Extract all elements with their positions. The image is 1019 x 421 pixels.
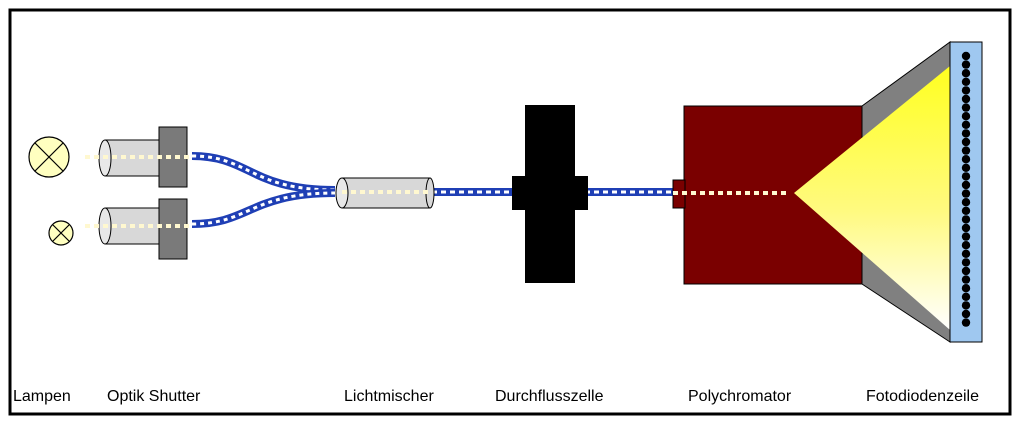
label-lichtmischer: Lichtmischer <box>344 388 434 405</box>
diode-element <box>961 112 971 121</box>
diode-element <box>961 86 971 95</box>
diode-element <box>961 51 971 61</box>
diode-element <box>961 137 971 147</box>
diode-element <box>961 180 971 190</box>
optical-lens-icon <box>85 126 192 188</box>
label-optik-shutter: Optik Shutter <box>107 388 201 405</box>
diode-element <box>961 301 971 310</box>
label-durchflusszelle: Durchflusszelle <box>495 388 604 405</box>
diode-element <box>961 241 971 250</box>
diode-element <box>961 172 971 181</box>
diode-element <box>961 206 971 215</box>
light-mixer-tube-icon <box>335 177 435 209</box>
diode-element <box>961 60 971 69</box>
diode-array-icon <box>949 41 983 343</box>
lamp-icon <box>28 136 70 178</box>
diode-element <box>961 292 971 301</box>
optical-lens-lower-icon <box>85 198 192 260</box>
diode-element <box>961 318 971 327</box>
diode-element <box>961 275 971 284</box>
diode-element <box>961 284 971 293</box>
diode-element <box>961 120 971 129</box>
shutter-block-lower-icon <box>158 198 188 260</box>
diode-element <box>961 215 971 224</box>
diode-element <box>961 69 971 78</box>
label-polychromator: Polychromator <box>688 388 792 405</box>
lamp-small-icon <box>48 220 74 246</box>
diode-element <box>961 266 971 276</box>
spectrum-fan <box>794 66 950 330</box>
diode-element <box>961 146 971 155</box>
diode-element <box>961 232 971 241</box>
diode-element <box>961 94 971 104</box>
diode-element <box>961 103 971 112</box>
shutter-block-icon <box>158 126 188 188</box>
diode-element <box>961 77 971 87</box>
diode-element <box>961 189 971 198</box>
diode-element <box>961 309 971 319</box>
diode-element <box>961 249 971 258</box>
flow-cell-icon <box>512 105 588 283</box>
diode-element <box>961 129 971 138</box>
diode-element <box>961 163 971 172</box>
label-fotodiodenzeile: Fotodiodenzeile <box>866 388 979 405</box>
diode-element <box>961 198 971 207</box>
label-lampen: Lampen <box>13 388 71 405</box>
diode-element <box>961 223 971 233</box>
diode-element <box>961 258 971 267</box>
diode-element <box>961 155 971 164</box>
